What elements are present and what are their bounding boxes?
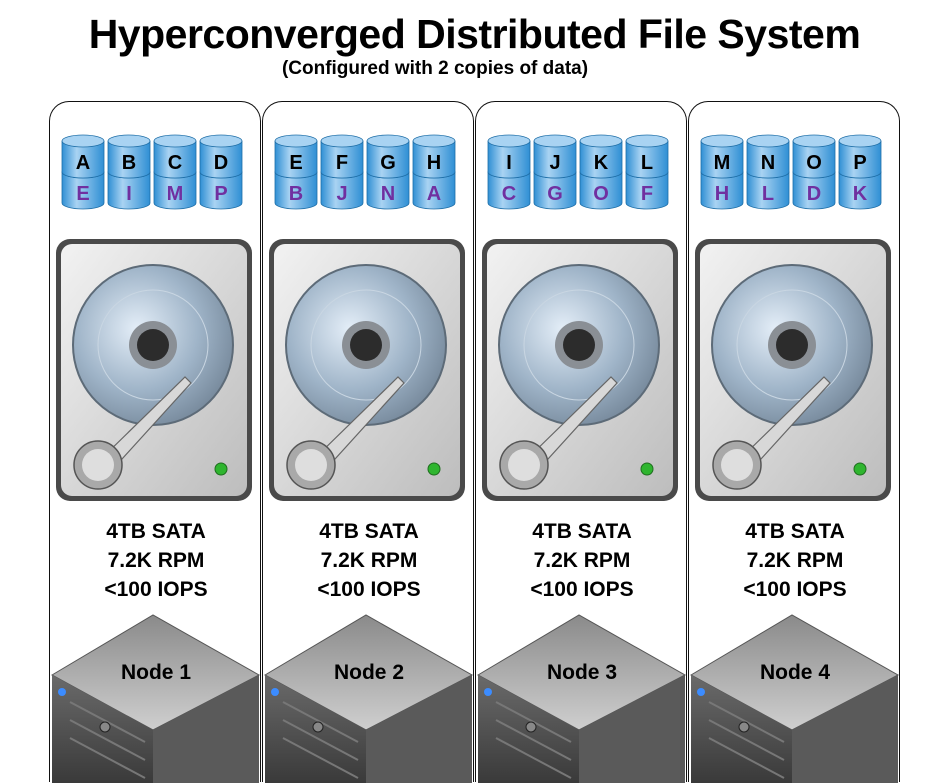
replica-copy-letter: L [762, 183, 774, 205]
drive-spec-line: 4TB SATA [532, 520, 632, 543]
primary-copy-letter: A [76, 152, 90, 174]
replica-copy-letter: F [641, 183, 653, 205]
data-block-cylinder: HA [412, 134, 456, 210]
primary-copy-letter: I [506, 152, 512, 174]
data-block-cylinder: IC [487, 134, 531, 210]
drive-spec-line: 7.2K RPM [746, 549, 844, 572]
data-block-cylinder: EB [274, 134, 318, 210]
primary-copy-letter: G [380, 152, 396, 174]
replica-copy-letter: E [76, 183, 89, 205]
primary-copy-letter: M [714, 152, 731, 174]
primary-copy-letter: F [336, 152, 348, 174]
hard-drive-icon [482, 239, 678, 501]
data-block-cylinder: NL [746, 134, 790, 210]
server-icon [689, 614, 900, 783]
replica-copy-letter: C [502, 183, 516, 205]
primary-copy-letter: O [806, 152, 822, 174]
hard-drive-icon [56, 239, 252, 501]
replica-copy-letter: M [167, 183, 184, 205]
node-label: Node 4 [759, 661, 830, 684]
primary-copy-letter: J [549, 152, 560, 174]
drive-spec-line: <100 IOPS [317, 578, 421, 601]
data-block-cylinder: FJ [320, 134, 364, 210]
server-icon [263, 614, 474, 783]
primary-copy-letter: H [427, 152, 441, 174]
hard-drive-icon [695, 239, 891, 501]
drive-specs: 4TB SATA 7.2K RPM <100 IOPS [689, 517, 901, 604]
drive-spec-line: 7.2K RPM [107, 549, 205, 572]
primary-copy-letter: N [761, 152, 775, 174]
diagram-title: Hyperconverged Distributed File System [88, 11, 861, 57]
drive-spec-line: 7.2K RPM [533, 549, 631, 572]
replica-copy-letter: D [807, 183, 821, 205]
data-block-cylinder: DP [199, 134, 243, 210]
data-block-cylinder: OD [792, 134, 836, 210]
data-block-cylinder: CM [153, 134, 197, 210]
replica-copy-letter: O [593, 183, 609, 205]
replica-copy-letter: K [853, 183, 868, 205]
primary-copy-letter: L [641, 152, 653, 174]
data-block-cylinder: AE [61, 134, 105, 210]
replica-copy-letter: I [126, 183, 132, 205]
drive-spec-line: <100 IOPS [743, 578, 847, 601]
replica-copy-letter: N [381, 183, 395, 205]
primary-copy-letter: P [853, 152, 866, 174]
data-block-cylinder: JG [533, 134, 577, 210]
node-label: Node 1 [120, 661, 191, 684]
data-block-cylinder: BI [107, 134, 151, 210]
node-label: Node 3 [546, 661, 617, 684]
primary-copy-letter: D [214, 152, 228, 174]
replica-copy-letter: H [715, 183, 729, 205]
data-block-cylinder: GN [366, 134, 410, 210]
primary-copy-letter: K [594, 152, 609, 174]
primary-copy-letter: E [289, 152, 302, 174]
replica-copy-letter: P [214, 183, 227, 205]
diagram-subtitle: (Configured with 2 copies of data) [281, 58, 589, 79]
replica-copy-letter: G [547, 183, 563, 205]
node-label: Node 2 [333, 661, 404, 684]
primary-copy-letter: C [168, 152, 182, 174]
data-block-cylinder: PK [838, 134, 882, 210]
drive-specs: 4TB SATA 7.2K RPM <100 IOPS [476, 517, 688, 604]
drive-spec-line: 4TB SATA [106, 520, 206, 543]
drive-spec-line: 4TB SATA [319, 520, 419, 543]
data-block-cylinder: KO [579, 134, 623, 210]
data-block-cylinder: LF [625, 134, 669, 210]
replica-copy-letter: B [289, 183, 303, 205]
hard-drive-icon [269, 239, 465, 501]
replica-copy-letter: J [336, 183, 347, 205]
primary-copy-letter: B [122, 152, 136, 174]
server-icon [50, 614, 261, 783]
drive-spec-line: 4TB SATA [745, 520, 845, 543]
data-block-cylinder: MH [700, 134, 744, 210]
drive-spec-line: <100 IOPS [530, 578, 634, 601]
drive-specs: 4TB SATA 7.2K RPM <100 IOPS [50, 517, 262, 604]
drive-spec-line: <100 IOPS [104, 578, 208, 601]
drive-spec-line: 7.2K RPM [320, 549, 418, 572]
drive-specs: 4TB SATA 7.2K RPM <100 IOPS [263, 517, 475, 604]
replica-copy-letter: A [427, 183, 441, 205]
server-icon [476, 614, 687, 783]
